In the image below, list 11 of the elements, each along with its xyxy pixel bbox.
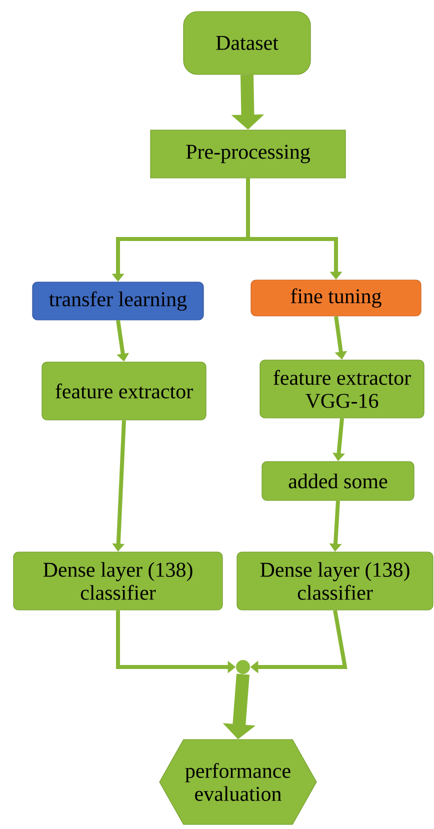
process-box: feature extractor VGG-16 — [260, 360, 424, 418]
process-box: feature extractor — [42, 362, 206, 420]
process-box: Dense layer (138) classifier — [236, 552, 434, 610]
process-box: Pre-processing — [150, 130, 346, 178]
junction-dot — [236, 660, 250, 674]
process-box: added some — [262, 461, 414, 501]
process-box: transfer learning — [32, 282, 204, 320]
dataset-box: Dataset — [183, 11, 311, 75]
terminal-hexagon: performance evaluation — [159, 739, 317, 825]
process-box: Dense layer (138) classifier — [13, 552, 223, 610]
process-box: fine tuning — [250, 280, 422, 316]
